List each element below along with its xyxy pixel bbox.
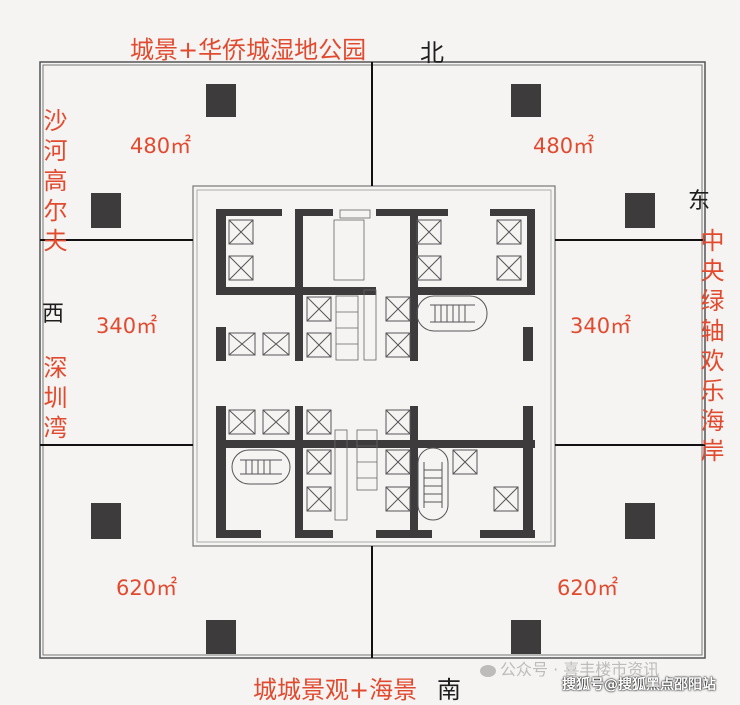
east-label: 东: [688, 189, 711, 214]
area-south-east: 620㎡: [557, 576, 619, 600]
north-label: 北: [420, 39, 444, 67]
sohu-watermark: 搜狐号@搜狐黑点邵阳站: [562, 677, 716, 693]
core-boundary-inner: [196, 189, 552, 543]
area-south-west: 620㎡: [116, 576, 178, 600]
wechat-watermark-text: 公众号 · 喜丰楼市资讯: [500, 660, 660, 679]
south-view-label: 城城景观+海景: [253, 676, 418, 704]
area-north-east: 480㎡: [533, 134, 595, 158]
area-north-west: 480㎡: [130, 134, 192, 158]
west-view-bottom-label: 深圳湾: [39, 355, 67, 445]
unit-dividers: [40, 62, 705, 658]
area-east: 340㎡: [570, 314, 632, 338]
structural-columns: [91, 84, 655, 654]
core-boundary: [192, 185, 556, 547]
core-walls: [216, 209, 535, 538]
wechat-watermark: 公众号 · 喜丰楼市资讯: [480, 656, 659, 680]
west-label: 西: [42, 302, 65, 327]
elevators: [228, 219, 522, 512]
west-view-top-label: 沙河高尔夫: [39, 108, 67, 258]
wechat-icon: [480, 664, 496, 677]
area-west: 340㎡: [96, 314, 158, 338]
restrooms: [333, 209, 378, 521]
north-view-label: 城景+华侨城湿地公园: [130, 36, 367, 64]
stairs: [231, 295, 488, 521]
east-view-label: 中央绿轴欢乐海岸: [696, 228, 724, 468]
south-label: 南: [437, 676, 461, 704]
